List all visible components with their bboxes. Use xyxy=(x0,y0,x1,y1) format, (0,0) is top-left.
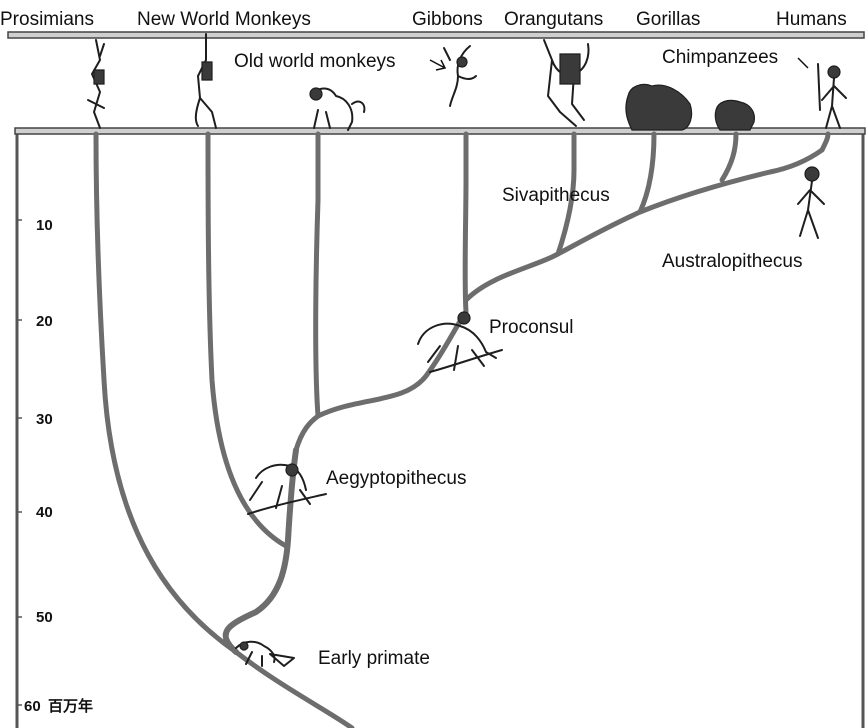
phylogenetic-tree xyxy=(96,134,828,728)
prosimian-figure xyxy=(88,40,104,128)
branch-chimpanzees xyxy=(722,134,736,180)
aegyptopithecus-figure xyxy=(248,464,326,514)
label-gorillas: Gorillas xyxy=(636,9,700,30)
label-early-primate: Early primate xyxy=(318,648,430,669)
time-axis: 10 20 30 40 50 60 百万年 xyxy=(24,217,93,715)
main-frame xyxy=(15,128,865,728)
branch-anthropoids xyxy=(226,450,296,652)
branch-catarrhine-stem xyxy=(296,416,318,450)
gorilla-figure xyxy=(626,84,692,130)
time-unit-label: 百万年 xyxy=(48,697,93,715)
label-gibbons: Gibbons xyxy=(412,9,483,30)
human-figure xyxy=(818,64,846,128)
label-chimpanzees: Chimpanzees xyxy=(662,47,778,68)
orangutan-figure xyxy=(544,40,588,126)
australopithecus-figure xyxy=(798,167,824,238)
branch-old-world-monkeys xyxy=(316,134,318,416)
label-aegyptopithecus: Aegyptopithecus xyxy=(326,468,467,489)
label-humans: Humans xyxy=(776,9,847,30)
label-orangutans: Orangutans xyxy=(504,9,603,30)
early-primate-figure xyxy=(236,642,294,666)
chimpanzee-figure xyxy=(715,100,754,130)
time-tick-label: 40 xyxy=(36,504,53,521)
label-proconsul: Proconsul xyxy=(489,317,574,338)
branch-great-apes xyxy=(466,150,822,300)
gibbon-figure xyxy=(444,46,476,106)
new-world-monkey-figure xyxy=(196,34,216,128)
time-tick-label: 30 xyxy=(36,411,53,428)
branch-humans xyxy=(822,134,828,150)
branch-hominoid-stem xyxy=(318,312,466,416)
time-tick-label: 10 xyxy=(36,217,53,234)
label-new-world-monkeys: New World Monkeys xyxy=(137,9,311,30)
ancestor-labels: Sivapithecus Australopithecus Proconsul … xyxy=(318,185,802,669)
label-prosimians: Prosimians xyxy=(0,9,94,30)
branch-gorillas xyxy=(640,134,654,212)
header-rule xyxy=(8,32,864,38)
time-tick-label: 50 xyxy=(36,609,53,626)
time-bottom-label: 60 xyxy=(24,698,41,715)
time-tick-label: 20 xyxy=(36,313,53,330)
label-australopithecus: Australopithecus xyxy=(662,251,802,272)
label-sivapithecus: Sivapithecus xyxy=(502,185,610,206)
branch-new-world-monkeys xyxy=(208,134,286,546)
chimpanzees-arrow xyxy=(798,58,808,68)
label-old-world-monkeys: Old world monkeys xyxy=(234,51,396,72)
branch-gibbons xyxy=(465,134,466,312)
top-labels: Prosimians New World Monkeys Gibbons Ora… xyxy=(0,9,847,72)
ancestor-figures xyxy=(236,167,824,666)
old-world-monkey-figure xyxy=(310,88,364,130)
plot-frame xyxy=(17,131,863,728)
